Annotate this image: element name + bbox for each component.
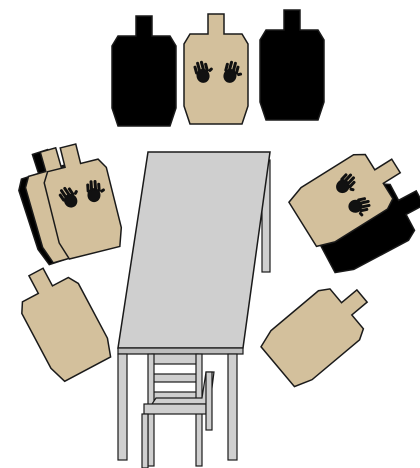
target-silhouette-icon — [260, 10, 324, 120]
target-right-lower — [257, 271, 382, 391]
table-leg — [118, 354, 127, 460]
target-top-right — [260, 10, 324, 120]
target-silhouette-icon — [8, 257, 116, 384]
chair-backrest — [152, 374, 198, 382]
chair-backrest — [152, 354, 198, 364]
chair-leg — [206, 372, 212, 430]
table-edge — [118, 348, 243, 354]
target-silhouette-icon — [112, 16, 176, 126]
table-top — [118, 152, 270, 348]
chair-seat-front — [144, 404, 206, 414]
table-leg — [228, 354, 237, 460]
target-silhouette-icon — [257, 271, 382, 391]
chair-icon — [142, 354, 214, 468]
chair-leg — [142, 414, 148, 468]
target-top-center — [184, 14, 248, 124]
target-left-lower — [8, 257, 116, 384]
target-top-left — [112, 16, 176, 126]
